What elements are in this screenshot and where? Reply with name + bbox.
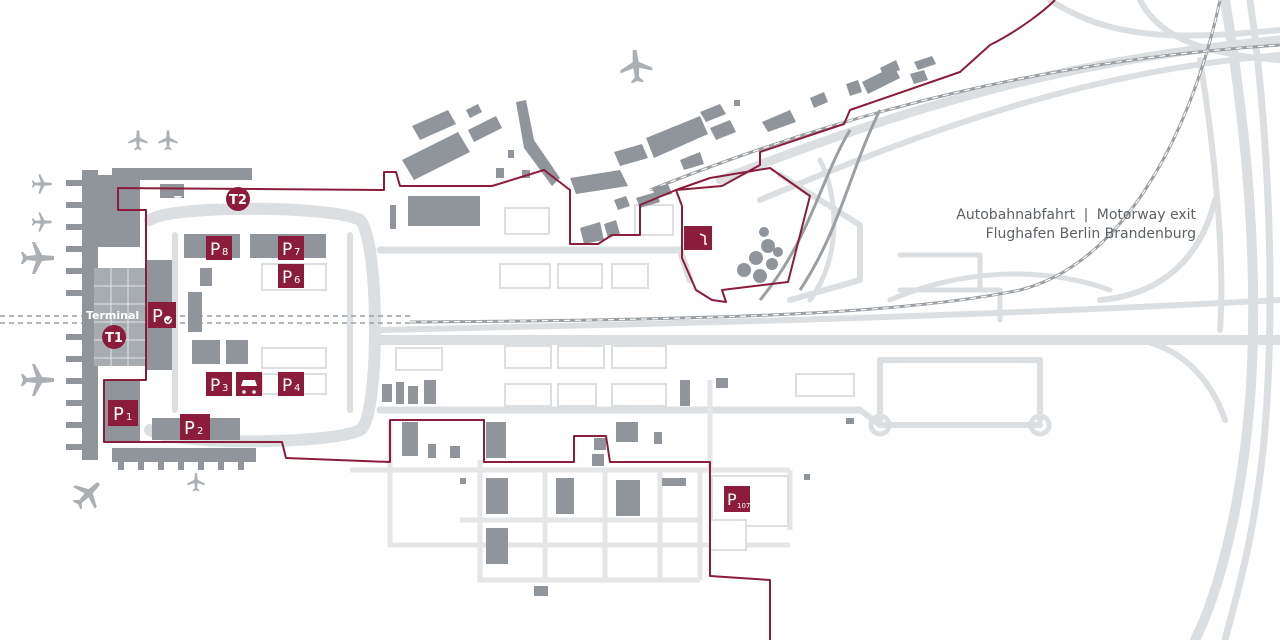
parking-letter: P [152,306,163,327]
parking-letter: P [210,376,220,396]
parking-number: 4 [294,383,300,394]
parking-number: 107 [737,502,750,510]
parking-letter: P [727,490,737,509]
parking-number: 2 [197,426,203,437]
north-buildings [390,56,936,283]
motorway-exit-separator: | [1084,207,1089,223]
airplane-icon [72,481,101,510]
parking-letter: P [210,240,220,260]
motorway-exit-en: Motorway exit [1097,207,1197,223]
airplane-icon [31,212,52,232]
parking-letter: P [282,240,292,260]
parking-badge-p1[interactable]: P 1 [108,400,138,426]
svg-text:Autobahnabfahrt |: Autobahnabfahrt | Motorway exit [956,207,1196,223]
terminal-2-code: T2 [229,193,247,208]
parking-number: 1 [126,412,132,423]
motorway-exit-de: Autobahnabfahrt [956,207,1075,223]
parking-badge-p2[interactable]: P 2 [180,414,210,440]
parking-letter: P [113,404,124,425]
parking-number: 8 [222,247,228,258]
railway-lines [0,0,1280,324]
check-icon [164,316,172,324]
south-buildings [382,378,854,596]
fuel-station-badge[interactable] [684,226,712,250]
gate-fingers [66,180,82,450]
parking-badge-p7[interactable]: P 7 [278,236,304,260]
airplane-icon [21,242,54,274]
parking-badge-check[interactable]: P [148,302,176,328]
parking-badge-p6[interactable]: P 6 [278,264,304,288]
parking-number: 3 [222,383,228,394]
route-line [117,0,1056,262]
terminal-complex [66,168,326,470]
airplane-icon [21,364,54,396]
airplane-icon [128,130,148,151]
terminal-2-label: Terminal [174,194,227,207]
airplane-icon [31,174,52,194]
parking-letter: P [184,418,195,439]
parking-letter: P [282,376,292,396]
terminal-2-marker[interactable]: Terminal T2 [174,187,250,211]
terminal-1-code: T1 [105,331,123,346]
parking-badge-p8[interactable]: P 8 [206,236,232,260]
parking-badge-p4[interactable]: P 4 [278,372,304,396]
parking-number: 6 [294,275,300,286]
fuel-station-icon [690,230,707,246]
airplane-icons [21,49,653,510]
parking-number: 7 [294,247,300,258]
terminal-1-label: Terminal [86,309,139,322]
airplane-icon [158,130,178,151]
motorway-exit-place: Flughafen Berlin Brandenburg [986,226,1196,242]
motorway-exit-label: Autobahnabfahrt | Motorway exit Flughafe… [956,207,1196,242]
terminal-1-marker[interactable]: Terminal T1 [86,309,139,349]
tank-farm [737,227,783,283]
taxi-badge[interactable] [236,372,262,396]
parking-letter: P [282,268,292,288]
parking-badge-p3[interactable]: P 3 [206,372,232,396]
taxi-icon [240,376,258,394]
airplane-icon [620,49,653,84]
airplane-icon [187,473,205,492]
south-pier-fingers [118,462,244,470]
parking-badge-p107[interactable]: P 107 [724,486,750,512]
